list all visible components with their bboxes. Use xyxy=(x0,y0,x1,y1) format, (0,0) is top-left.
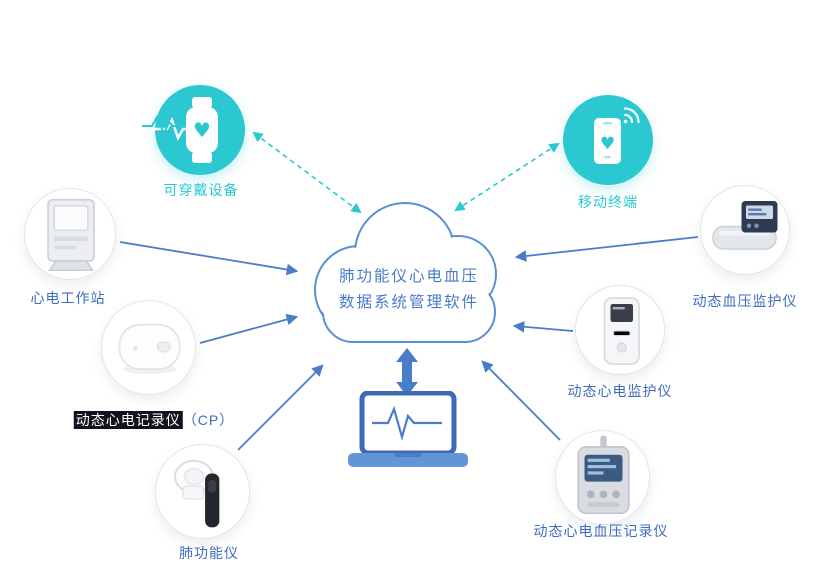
cloud-title: 肺功能仪心电血压 数据系统管理软件 xyxy=(295,264,523,316)
arrow-workstation-cloud xyxy=(119,241,299,276)
cloud-title-line1: 肺功能仪心电血压 xyxy=(338,268,479,285)
arrow-mobile-cloud xyxy=(454,142,560,212)
arrow-recorder-cloud xyxy=(481,360,561,441)
ecg-workstation-icon xyxy=(24,188,116,280)
arrow-ecgmonitor-cloud xyxy=(512,320,574,333)
heartbeat-line-icon xyxy=(142,114,181,137)
arrow-spirometer-cloud xyxy=(237,364,324,451)
arrow-wearable-cloud xyxy=(252,131,362,214)
ecg-bp-recorder-label: 动态心电血压记录仪 xyxy=(533,523,669,539)
svg-text:♥: ♥ xyxy=(600,134,615,154)
cloud-shape xyxy=(314,202,497,343)
arrow-abp-cloud xyxy=(514,236,699,262)
ecg-monitor-label: 动态心电监护仪 xyxy=(567,383,673,399)
svg-text:♥: ♥ xyxy=(193,118,211,142)
spirometer-label: 肺功能仪 xyxy=(179,545,239,561)
mobile-terminal-icon: ♥ xyxy=(563,95,653,185)
laptop-icon xyxy=(346,390,470,471)
holter-label-highlight: 动态心电记录仪 xyxy=(73,411,183,429)
ecg-workstation-label: 心电工作站 xyxy=(30,290,106,306)
ecg-bp-recorder-icon xyxy=(555,430,650,525)
ecg-monitor-icon xyxy=(575,285,665,375)
abp-monitor-icon xyxy=(700,185,790,275)
wearable-device-icon: ♥ xyxy=(155,85,245,175)
cloud-title-line2: 数据系统管理软件 xyxy=(338,294,479,311)
holter-label-suffix: （CP） xyxy=(182,412,235,428)
wearable-label: 可穿戴设备 xyxy=(163,182,239,198)
arrow-holter-cloud xyxy=(199,313,299,344)
cloud: 肺功能仪心电血压 数据系统管理软件 xyxy=(295,198,523,358)
mobile-terminal-label: 移动终端 xyxy=(578,194,638,210)
abp-monitor-label: 动态血压监护仪 xyxy=(692,293,798,309)
arrow-cloud-laptop xyxy=(396,348,418,396)
spirometer-icon xyxy=(155,444,250,539)
holter-recorder-icon xyxy=(101,300,196,395)
holter-recorder-label: 动态心电记录仪（CP） xyxy=(73,410,235,430)
